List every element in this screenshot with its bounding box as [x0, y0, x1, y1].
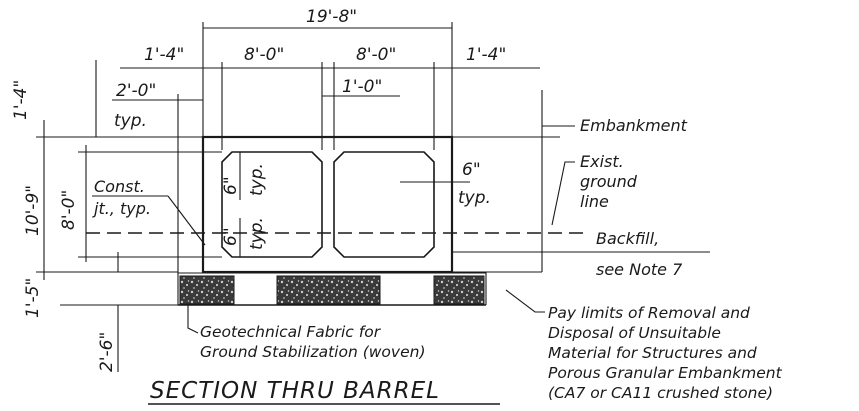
foundation [177, 272, 487, 306]
dim-excavation-depth: 2'-6" [97, 332, 117, 372]
label-pay-limits-2: Disposal of Unsuitable [548, 324, 721, 342]
label-pay-limits-1: Pay limits of Removal and [548, 304, 750, 322]
dim-left-overhang: 1'-4" [144, 45, 184, 65]
label-pay-limits-4: Porous Granular Embankment [548, 364, 783, 382]
dim-fillet-bottom: 6" [221, 227, 241, 246]
dim-fillet-top: 6" [221, 176, 241, 195]
dimension-lines [36, 22, 575, 405]
label-geotech-1: Geotechnical Fabric for [200, 323, 382, 341]
dim-wall-fillet: 6" [462, 160, 481, 180]
dim-cell-width-left: 8'-0" [244, 45, 284, 65]
dim-joint-spacing-typ: typ. [114, 111, 147, 131]
right-cell [333, 151, 435, 258]
dim-cell-width-right: 8'-0" [356, 45, 396, 65]
dim-overall-width: 19'-8" [306, 7, 357, 27]
gravel-left [179, 275, 235, 305]
dimension-text: 19'-8" 1'-4" 8'-0" 8'-0" 1'-4" 2'-0" typ… [11, 7, 506, 372]
dim-wall-fillet-typ: typ. [458, 188, 491, 208]
dim-joint-spacing: 2'-0" [116, 81, 156, 101]
ground-lines [86, 232, 710, 253]
dim-top-clearance: 1'-4" [11, 80, 31, 120]
dim-cell-height: 8'-0" [59, 190, 79, 230]
dim-bottom-slab: 1'-5" [23, 278, 43, 318]
label-embankment: Embankment [580, 116, 688, 135]
dim-fillet-bottom-typ: typ. [247, 217, 267, 250]
label-exist-ground-2: ground [580, 172, 638, 191]
label-pay-limits-3: Material for Structures and [548, 344, 757, 362]
label-backfill-2: see Note 7 [596, 260, 683, 279]
box-culvert [201, 135, 454, 274]
label-backfill-1: Backfill, [596, 229, 659, 248]
label-exist-ground-1: Exist. [580, 152, 624, 171]
label-exist-ground-3: line [580, 192, 609, 211]
label-const-joint-2: jt., typ. [92, 199, 151, 218]
label-text: Const. jt., typ. Embankment Exist. groun… [92, 116, 783, 404]
dim-right-overhang: 1'-4" [466, 45, 506, 65]
culvert-outline [201, 135, 454, 274]
dim-center-wall: 1'-0" [342, 77, 382, 97]
label-pay-limits-5: (CA7 or CA11 crushed stone) [548, 384, 773, 402]
label-geotech-2: Ground Stabilization (woven) [200, 343, 426, 361]
gravel-center [276, 275, 381, 305]
label-const-joint-1: Const. [94, 177, 145, 196]
drawing-title: SECTION THRU BARREL [150, 378, 440, 404]
gravel-right [433, 275, 485, 305]
dim-fillet-top-typ: typ. [247, 163, 267, 196]
left-cell [221, 151, 323, 258]
dim-total-height: 10'-9" [23, 185, 43, 236]
